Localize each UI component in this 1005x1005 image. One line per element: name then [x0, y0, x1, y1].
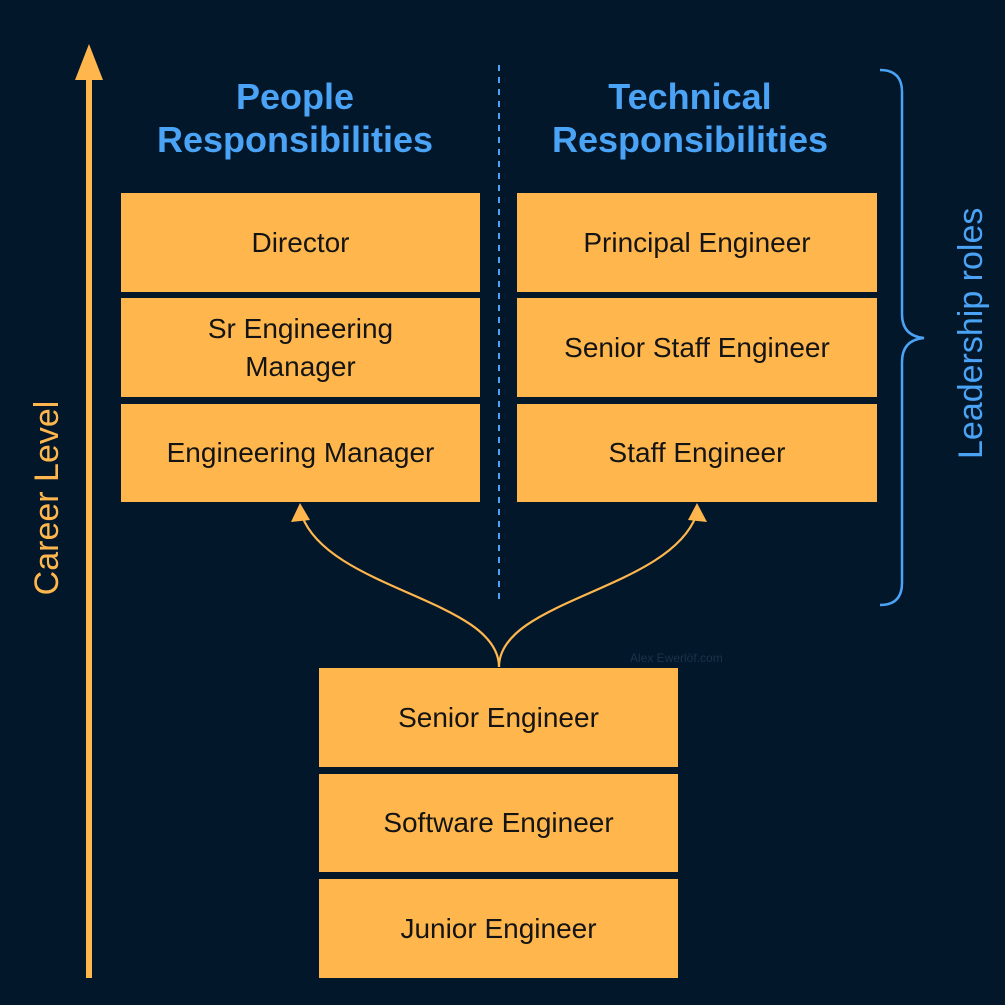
people-role-box: Sr Engineering Manager: [121, 298, 480, 397]
technical-responsibilities-header: Technical Responsibilities: [551, 76, 829, 161]
career-level-label: Career Level: [28, 400, 66, 596]
right-branch-arrowhead-icon: [688, 503, 707, 522]
watermark: Alex Ewerlöf.com: [630, 651, 723, 665]
engineer-role-box: Junior Engineer: [319, 879, 678, 978]
engineer-role-box: Software Engineer: [319, 774, 678, 872]
leadership-brace-icon: [879, 68, 925, 607]
leadership-roles-label: Leadership roles: [952, 207, 990, 459]
people-role-box: Engineering Manager: [121, 404, 480, 502]
technical-role-box: Staff Engineer: [517, 404, 877, 502]
technical-role-box: Principal Engineer: [517, 193, 877, 292]
people-role-box: Director: [121, 193, 480, 292]
technical-role-box: Senior Staff Engineer: [517, 298, 877, 397]
branch-arrows-icon: [300, 515, 698, 668]
left-branch-arrowhead-icon: [291, 503, 310, 522]
engineer-role-box: Senior Engineer: [319, 668, 678, 767]
people-responsibilities-header: People Responsibilities: [156, 76, 434, 161]
career-level-arrow-icon: [75, 44, 103, 978]
